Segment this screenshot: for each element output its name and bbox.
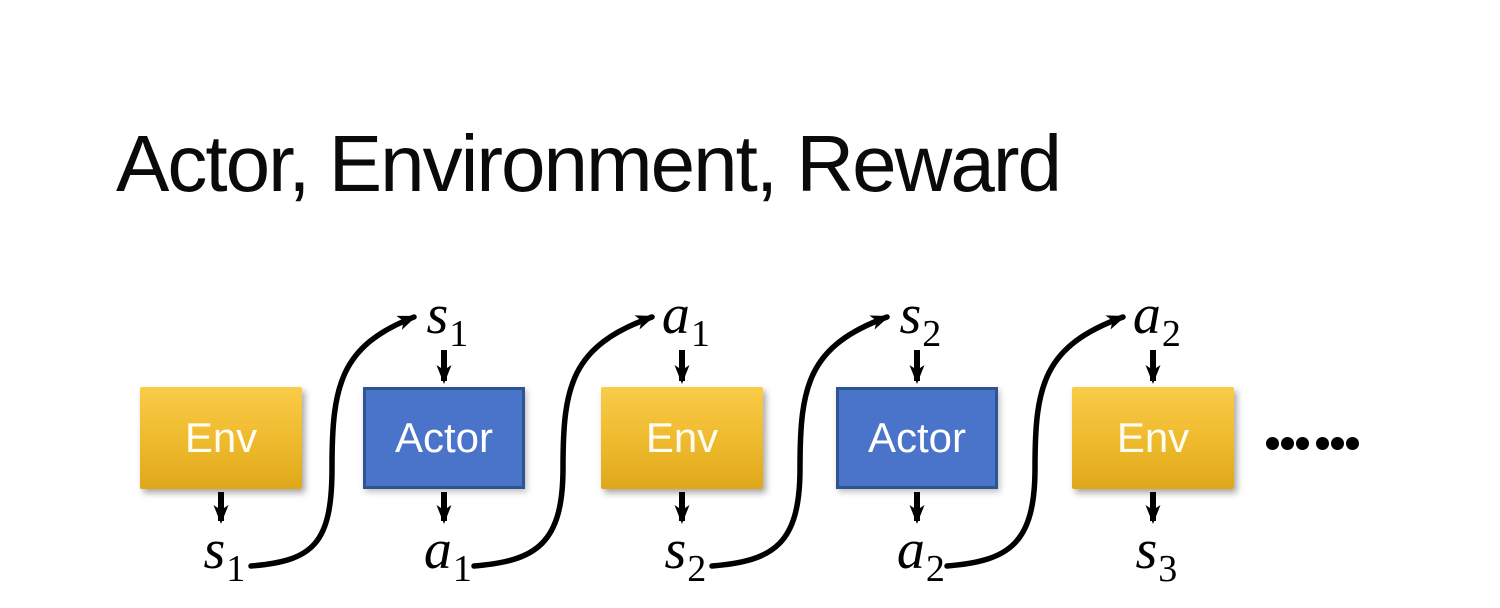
math-sub: 1 xyxy=(449,313,469,355)
math-base: s xyxy=(426,284,449,346)
math-sub: 2 xyxy=(687,548,707,590)
math-base: s xyxy=(203,519,226,581)
state-label-s1-top: s1 xyxy=(426,284,468,353)
math-base: a xyxy=(896,519,925,581)
math-sub: 1 xyxy=(690,313,710,355)
math-sub: 2 xyxy=(922,313,942,355)
state-label-s3-bottom: s3 xyxy=(1135,519,1177,588)
math-sub: 2 xyxy=(925,548,945,590)
math-sub: 1 xyxy=(226,548,246,590)
output-arrows xyxy=(213,492,1161,524)
flow-curve xyxy=(471,314,655,569)
action-label-a2-bottom: a2 xyxy=(896,519,945,588)
math-base: a xyxy=(423,519,452,581)
actor-box-label: Actor xyxy=(394,414,494,461)
math-base: s xyxy=(664,519,687,581)
math-sub: 3 xyxy=(1158,548,1178,590)
math-base: s xyxy=(1135,519,1158,581)
slide-title: Actor, Environment, Reward xyxy=(116,119,1062,208)
actor-box-2: Actor xyxy=(836,387,998,489)
env-box-label: Env xyxy=(184,414,258,461)
input-arrows xyxy=(436,350,1161,384)
flow-curve xyxy=(709,314,890,569)
ellipsis-dot xyxy=(1266,437,1279,450)
env-box-3: Env xyxy=(1072,387,1234,489)
math-sub: 2 xyxy=(1161,313,1181,355)
math-base: a xyxy=(1132,284,1161,346)
ellipsis-dot xyxy=(1281,437,1294,450)
env-box-2: Env xyxy=(601,387,763,489)
math-base: a xyxy=(661,284,690,346)
actor-box-1: Actor xyxy=(363,387,525,489)
env-box-label: Env xyxy=(1116,414,1190,461)
math-base: s xyxy=(899,284,922,346)
ellipsis-dot xyxy=(1296,437,1309,450)
actor-box-label: Actor xyxy=(867,414,967,461)
state-label-s2-bottom: s2 xyxy=(664,519,706,588)
ellipsis-dot xyxy=(1346,437,1359,450)
action-label-a1-top: a1 xyxy=(661,284,710,353)
action-label-a2-top: a2 xyxy=(1132,284,1181,353)
env-box-label: Env xyxy=(645,414,719,461)
ellipsis-dots xyxy=(1266,437,1361,450)
flow-curves xyxy=(248,314,1126,569)
ellipsis-dot xyxy=(1331,437,1344,450)
env-box-1: Env xyxy=(140,387,302,489)
ellipsis-dot xyxy=(1316,437,1329,450)
flow-curve xyxy=(944,314,1126,569)
state-label-s2-top: s2 xyxy=(899,284,941,353)
flow-curve xyxy=(248,314,417,569)
math-sub: 1 xyxy=(452,548,472,590)
action-label-a1-bottom: a1 xyxy=(423,519,472,588)
state-label-s1-bottom: s1 xyxy=(203,519,245,588)
